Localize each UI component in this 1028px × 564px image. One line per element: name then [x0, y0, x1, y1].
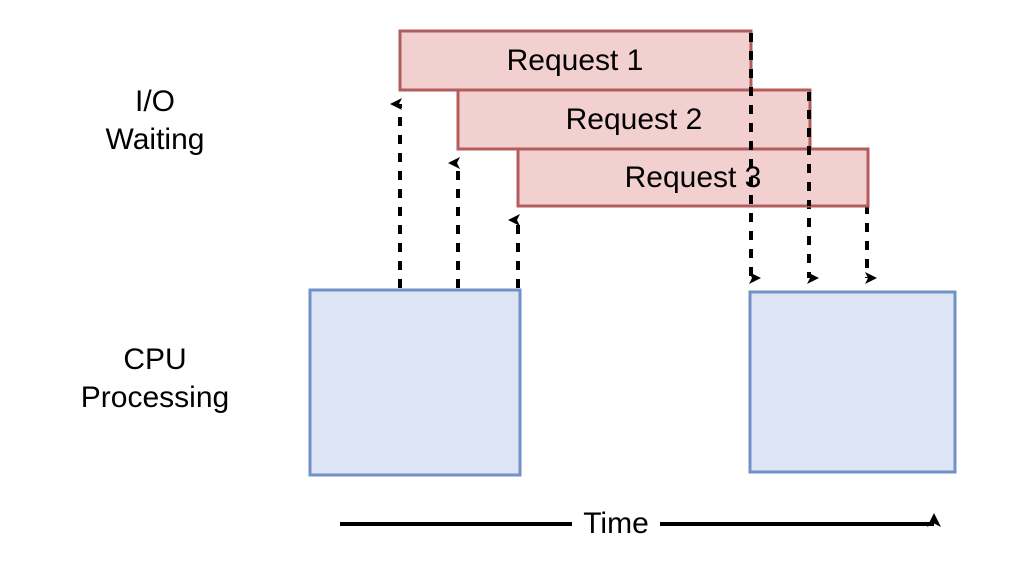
return-arrow-overlays-group — [749, 33, 811, 206]
cpu-block-right[interactable] — [748, 290, 957, 474]
request-boxes-group — [398, 29, 870, 208]
cpu-processing-label-line2: Processing — [81, 381, 229, 414]
request-box-3[interactable] — [516, 147, 870, 208]
request-box-2-label: Request 2 — [566, 103, 703, 136]
io-waiting-label-line1: I/O — [135, 85, 175, 118]
time-axis-label: Time — [583, 507, 649, 540]
request-box-1[interactable] — [398, 29, 753, 92]
request-box-1-label: Request 1 — [507, 44, 644, 77]
cpu-processing-label-line1: CPU — [123, 343, 186, 376]
io-waiting-label-line2: Waiting — [106, 123, 205, 156]
dispatch-arrows-group — [390, 98, 520, 288]
cpu-processing-label: CPU Processing — [81, 343, 229, 414]
time-axis: Time — [340, 507, 941, 540]
request-labels-group: Request 1 Request 2 Request 3 — [507, 44, 762, 194]
cpu-block-left[interactable] — [308, 288, 522, 477]
request-box-3-label: Request 3 — [625, 161, 762, 194]
io-waiting-label: I/O Waiting — [106, 85, 205, 156]
cpu-blocks-group — [308, 288, 957, 477]
